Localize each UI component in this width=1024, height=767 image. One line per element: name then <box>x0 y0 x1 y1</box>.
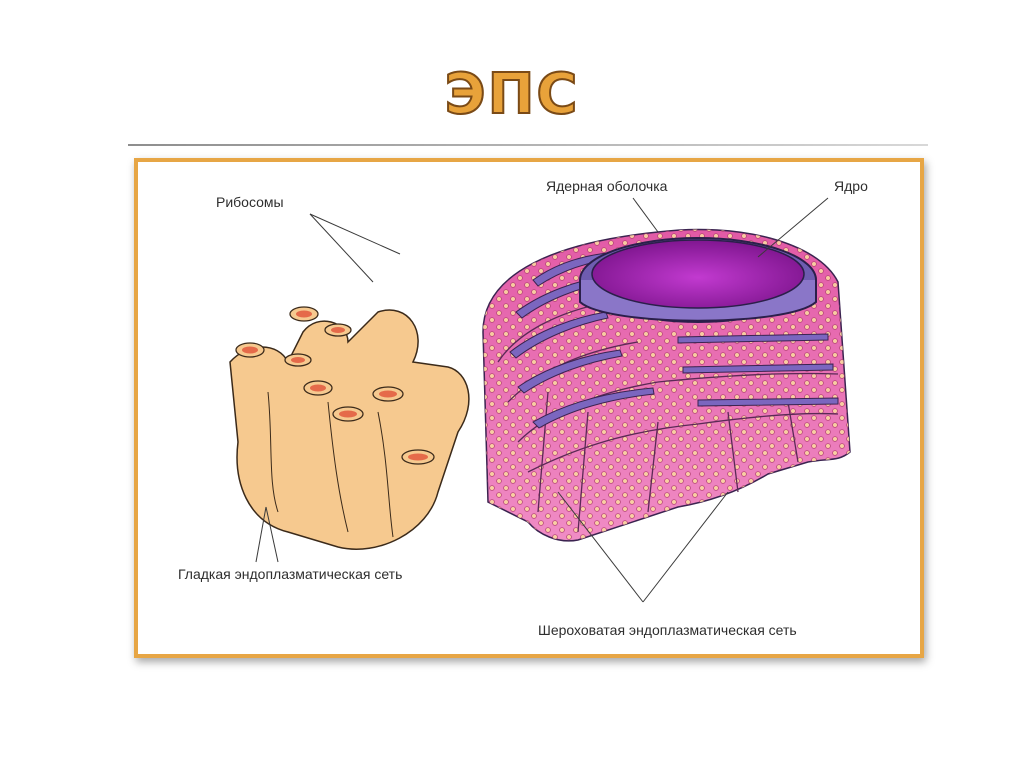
label-ribosomes: Рибосомы <box>216 194 284 210</box>
slide-title: ЭПС <box>443 61 580 128</box>
diagram-frame: Рибосомы Ядерная оболочка Ядро Гладкая э… <box>134 158 924 658</box>
label-smooth-er: Гладкая эндоплазматическая сеть <box>178 566 403 582</box>
smooth-er <box>229 306 470 550</box>
label-rough-er: Шероховатая эндоплазматическая сеть <box>538 622 797 638</box>
label-nuclear-envelope: Ядерная оболочка <box>546 178 668 194</box>
title-divider <box>128 144 928 146</box>
nucleus-group <box>579 237 817 323</box>
pointer-lines <box>255 197 829 603</box>
er-diagram <box>229 197 851 603</box>
label-nucleus: Ядро <box>834 178 868 194</box>
